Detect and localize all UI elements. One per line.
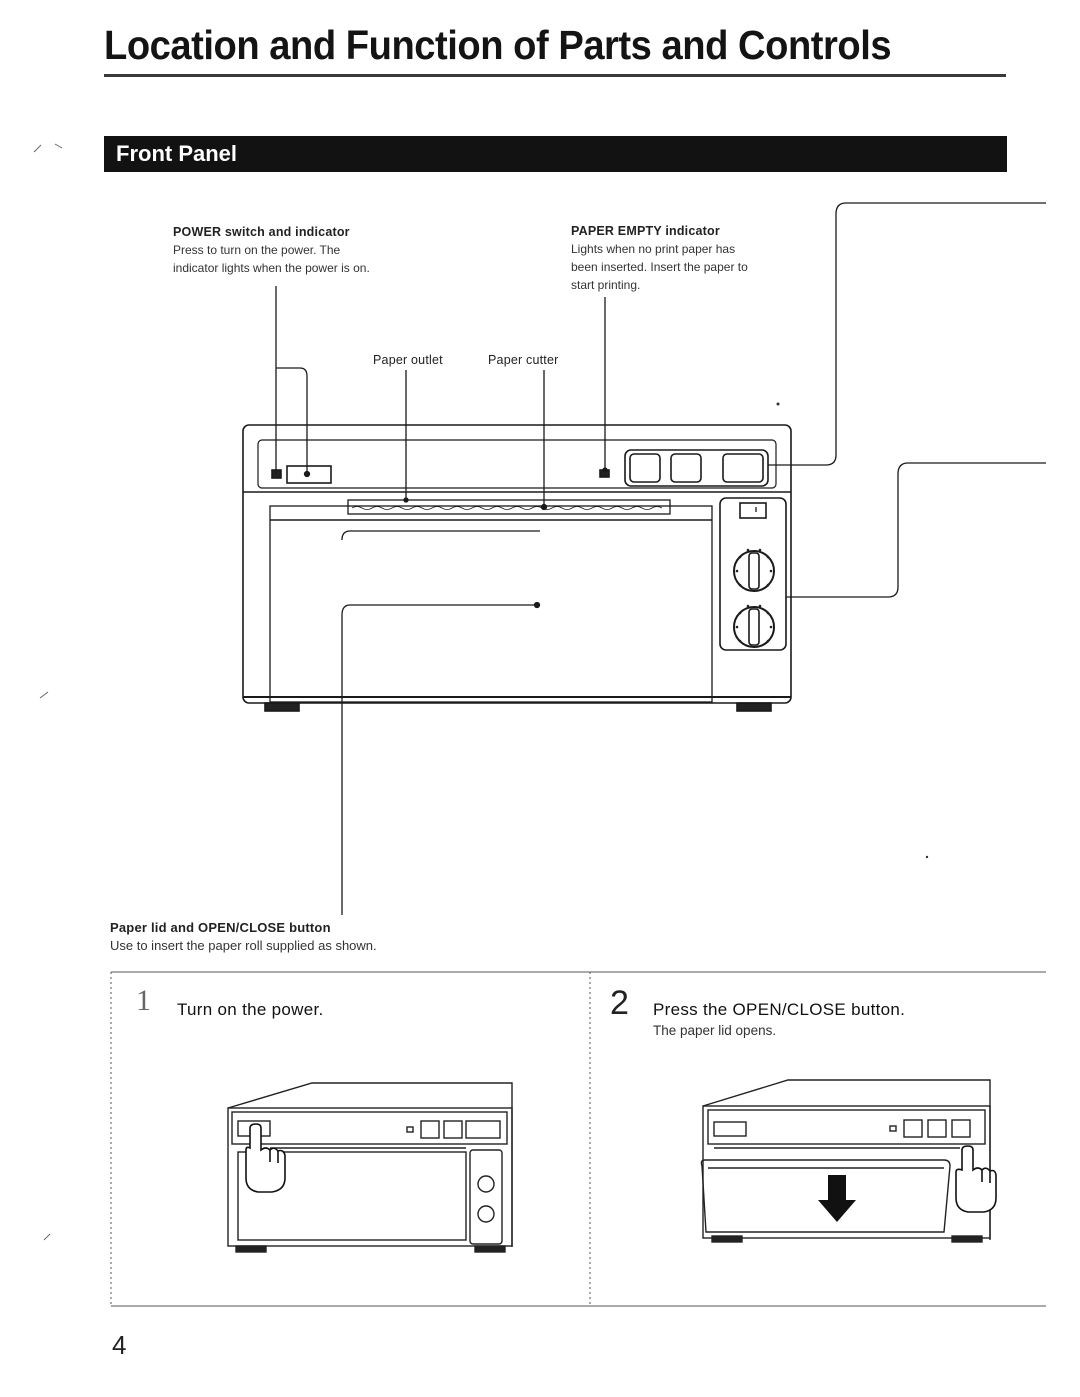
power-callout-head: POWER switch and indicator	[173, 225, 350, 239]
power-callout-body: Press to turn on the power. The indicato…	[173, 243, 370, 275]
down-arrow-icon	[818, 1175, 856, 1222]
section-heading: Front Panel	[116, 141, 238, 166]
paper-empty-callout-body: Lights when no print paper has been inse…	[571, 242, 748, 292]
hand-pointer-icon	[245, 1123, 286, 1193]
page-title: Location and Function of Parts and Contr…	[104, 22, 892, 68]
step-1-number: 1	[136, 984, 151, 1017]
paper-empty-callout-head: PAPER EMPTY indicator	[571, 224, 720, 238]
paper-lid-callout-body: Use to insert the paper roll supplied as…	[110, 938, 377, 953]
step-1-title: Turn on the power.	[177, 1000, 324, 1019]
paper-lid-callout-head: Paper lid and OPEN/CLOSE button	[110, 920, 331, 935]
section-bar	[104, 136, 1007, 172]
step-2-subtitle: The paper lid opens.	[653, 1023, 777, 1038]
step-2-title: Press the OPEN/CLOSE button.	[653, 1000, 906, 1019]
paper-cutter-label: Paper cutter	[488, 353, 559, 367]
paper-lid-callout: Paper lid and OPEN/CLOSE button Use to i…	[110, 919, 510, 955]
page-number: 4	[112, 1330, 127, 1360]
step-2-number: 2	[610, 984, 629, 1022]
paper-empty-callout: PAPER EMPTY indicator Lights when no pri…	[571, 222, 749, 294]
title-rule	[104, 74, 1006, 77]
hand-pointer-icon	[955, 1145, 997, 1213]
paper-outlet-label: Paper outlet	[373, 353, 443, 367]
power-callout: POWER switch and indicator Press to turn…	[173, 223, 373, 277]
